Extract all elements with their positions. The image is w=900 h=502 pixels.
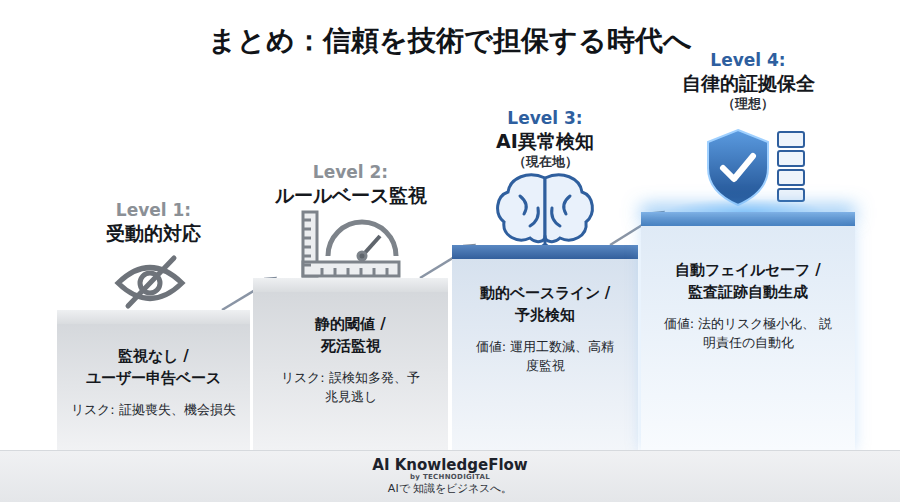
brain-icon: [498, 175, 593, 251]
level-number: Level 2:: [313, 162, 388, 183]
footer-band: AI KnowledgeFlowby TECHNODIGITALAIで 知識をビ…: [0, 450, 900, 502]
level-number: Level 3:: [507, 108, 582, 129]
platform-front: 静的閾値 / 死活監視リスク: 誤検知多発、予兆見逃し: [253, 292, 448, 450]
level-heading: Level 2:ルールベース監視: [233, 162, 468, 208]
level-description: 監視なし / ユーザー申告ベース: [79, 346, 229, 390]
level-description: 自動フェイルセーフ / 監査証跡自動生成: [656, 260, 841, 304]
gauge-ruler-icon: [303, 212, 399, 276]
platform-top: [641, 212, 855, 226]
shield-icon: [708, 130, 768, 205]
level-step: 静的閾値 / 死活監視リスク: 誤検知多発、予兆見逃しLevel 2:ルールベー…: [253, 278, 448, 450]
level-name: AI異常検知: [496, 129, 594, 154]
level-step: 自動フェイルセーフ / 監査証跡自動生成価値: 法的リスク極小化、 説明責任の自…: [641, 212, 855, 450]
level-note: 価値: 運用工数減、高精度監視: [475, 337, 615, 376]
level-note: 価値: 法的リスク極小化、 説明責任の自動化: [659, 314, 837, 353]
level-name: 受動的対応: [106, 221, 201, 246]
level-heading: Level 1:受動的対応: [37, 200, 270, 246]
level-step: 動的ベースライン / 予兆検知価値: 運用工数減、高精度監視Level 3:AI…: [452, 245, 638, 450]
platform-front: 動的ベースライン / 予兆検知価値: 運用工数減、高精度監視: [452, 259, 638, 450]
brand-name: AI KnowledgeFlow: [372, 457, 527, 474]
eye-slash-icon: [118, 258, 182, 306]
level-status: （現在地）: [513, 154, 578, 170]
level-name: 自律的証拠保全: [682, 71, 815, 96]
level-step: 監視なし / ユーザー申告ベースリスク: 証拠喪失、機会損失Level 1:受動…: [57, 310, 250, 450]
platform-top: [57, 310, 250, 324]
level-note: リスク: 証拠喪失、機会損失: [71, 400, 236, 420]
level-name: ルールベース監視: [275, 183, 427, 208]
level-description: 静的閾値 / 死活監視: [291, 314, 411, 358]
level-heading: Level 3:AI異常検知（現在地）: [432, 108, 658, 170]
brand-text: AIで 知識をビジネスへ。: [388, 482, 512, 496]
level-number: Level 4:: [710, 50, 785, 71]
level-description: 動的ベースライン / 予兆検知: [463, 283, 628, 327]
level-status: （理想）: [722, 96, 774, 112]
server-icon: [778, 132, 804, 201]
platform-front: 自動フェイルセーフ / 監査証跡自動生成価値: 法的リスク極小化、 説明責任の自…: [641, 226, 855, 450]
platform-front: 監視なし / ユーザー申告ベースリスク: 証拠喪失、機会損失: [57, 324, 250, 450]
platform-top: [253, 278, 448, 292]
level-number: Level 1:: [116, 200, 191, 221]
brand-text: by TECHNODIGITAL: [410, 473, 490, 481]
level-note: リスク: 誤検知多発、予兆見逃し: [278, 368, 423, 407]
platform-top: [452, 245, 638, 259]
level-heading: Level 4:自律的証拠保全（理想）: [621, 50, 875, 112]
